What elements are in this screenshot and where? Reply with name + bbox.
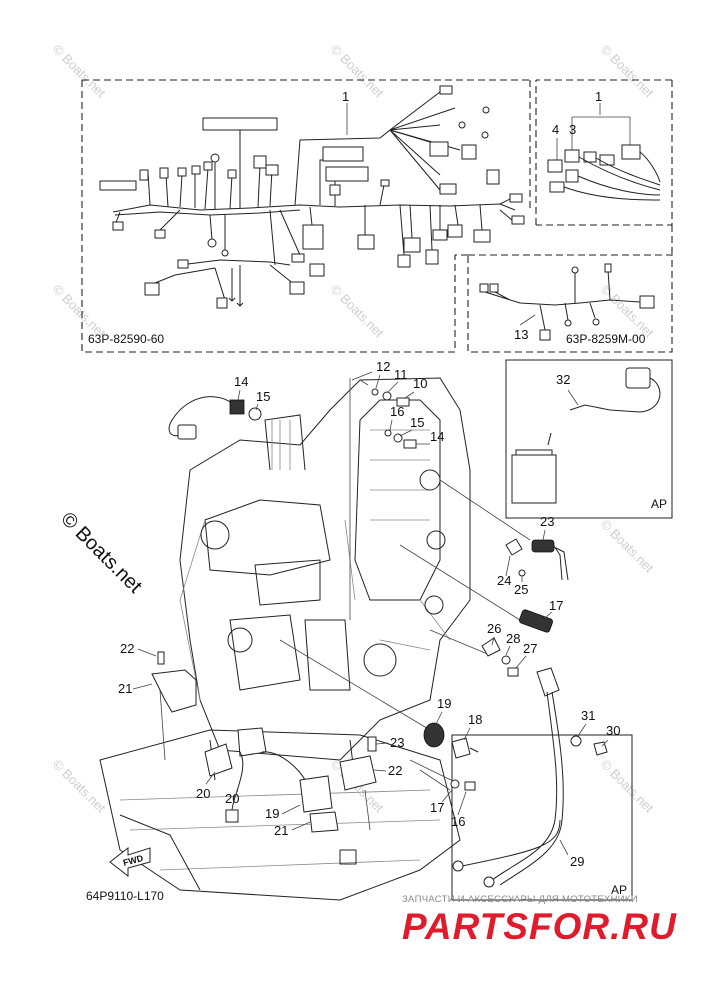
callout-24: 24: [497, 573, 511, 588]
sub-harness-7: 13: [479, 263, 655, 342]
ap-box-bottom: AP 29: [451, 667, 633, 901]
footer-tagline: ЗАПЧАСТИ И АКСЕССУАРЫ ДЛЯ МОТОТЕХНИКИ: [402, 894, 638, 905]
sensor-17-28: 17 26 28 27: [399, 544, 563, 677]
main-harness-code: 63P-82590-60: [88, 332, 164, 346]
sensor-13-14: 14 15: [168, 374, 270, 440]
callout-25: 25: [514, 582, 528, 597]
callout-14: 15: [256, 389, 270, 404]
bolts-30-31: 31 30: [570, 708, 620, 756]
watermark: © Boats.net: [328, 282, 387, 341]
callout-12: 17: [430, 800, 444, 815]
watermark: © Boats.net: [598, 757, 657, 816]
callout-17: 17: [549, 598, 563, 613]
sub-harness-code: 63P-8259M-00: [566, 332, 646, 346]
callout-7: 13: [514, 327, 528, 342]
side-watermark: © Boats.net: [56, 508, 146, 598]
callout-10: 16: [390, 404, 404, 419]
callout-15: 18: [468, 712, 482, 727]
bracket-21-22-right: 23 22: [339, 735, 404, 831]
callout-30: 30: [606, 723, 620, 738]
bolts-11-12: 17 16: [409, 759, 476, 829]
watermark: © Boats.net: [598, 517, 657, 576]
main-harness-box: 63P-82590-60 63P-8259M-00: [81, 79, 673, 353]
callout-6: 12: [376, 359, 390, 374]
callout-1-inset: 1: [595, 89, 602, 104]
sensor-23-25: 23 24 25: [439, 479, 569, 597]
parts-18-20-19: 20 20 19 21: [196, 727, 339, 838]
callout-16: 19: [437, 696, 451, 711]
engine-block: [99, 377, 471, 901]
sensor-15-16: 19 18: [279, 639, 482, 759]
callout-20-mid: 21: [274, 823, 288, 838]
callout-29: 29: [570, 854, 584, 869]
diagram-code: 64P9110-L170: [86, 889, 164, 903]
callout-31: 31: [581, 708, 595, 723]
ap-box-top: AP 32: [505, 359, 673, 519]
callout-19: 20: [225, 791, 239, 806]
bolts-4-10: 12 11 10 16 15 14: [349, 359, 444, 620]
callout-4: 10: [413, 376, 427, 391]
ap-label-top: AP: [651, 497, 667, 511]
callout-2: 3: [569, 122, 576, 137]
callout-3: 4: [552, 122, 559, 137]
callout-20-left: 20: [196, 786, 210, 801]
ap-label-bottom: AP: [611, 883, 627, 897]
callout-32: 32: [556, 372, 570, 387]
callout-18: 19: [265, 806, 279, 821]
callout-22-right: 23: [390, 735, 404, 750]
callout-5: 11: [394, 367, 408, 382]
callout-1: 1: [342, 89, 349, 104]
callout-28: 28: [506, 631, 520, 646]
callout-11: 16: [451, 814, 465, 829]
callout-21-left: 21: [118, 681, 132, 696]
callout-26: 26: [487, 621, 501, 636]
watermark: © Boats.net: [50, 42, 109, 101]
callout-23: 23: [540, 514, 554, 529]
bracket-21-22-left: 22 21: [118, 641, 197, 761]
callout-13: 14: [234, 374, 248, 389]
watermark: © Boats.net: [328, 42, 387, 101]
inset-connectors: 1 3 4: [547, 89, 661, 201]
footer-brand-logo[interactable]: PARTSFOR.RU: [402, 906, 677, 947]
callout-22-left: 22: [120, 641, 134, 656]
callout-21-right: 22: [388, 763, 402, 778]
callout-9: 15: [410, 415, 424, 430]
watermark: © Boats.net: [50, 757, 109, 816]
callout-8: 14: [430, 429, 444, 444]
watermark: © Boats.net: [598, 42, 657, 101]
fwd-arrow: FWD: [109, 846, 151, 878]
callout-27: 27: [523, 641, 537, 656]
